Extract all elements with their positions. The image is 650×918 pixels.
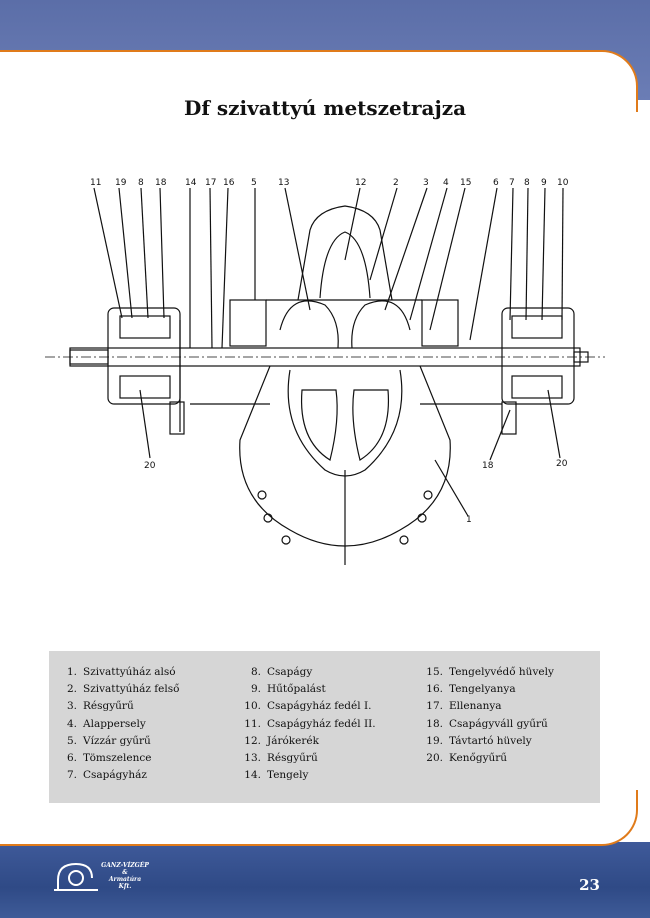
callout-18-bottom: 18	[482, 461, 494, 471]
callout-6: 6	[493, 178, 499, 188]
right-seal	[421, 299, 459, 347]
upper-casing	[297, 205, 393, 301]
legend-item: 12.Járókerék	[244, 734, 319, 747]
company-logo-icon	[54, 862, 98, 891]
legend-item: 3.Résgyűrű	[66, 700, 134, 713]
legend-item: 1.Szivattyúház alsó	[66, 666, 176, 678]
legend-column-1: 1.Szivattyúház alsó 2.Szivattyúház felső…	[55, 666, 180, 786]
callout-4: 4	[443, 178, 449, 188]
left-bearing-housing	[107, 307, 181, 405]
callout-8: 8	[138, 178, 144, 188]
legend-item: 6.Tömszelence	[66, 751, 152, 764]
callout-16: 16	[223, 178, 235, 188]
page-number: 23	[579, 876, 600, 894]
legend-item: 18.Csapágyváll gyűrű	[426, 717, 548, 730]
parts-legend: 1.Szivattyúház alsó 2.Szivattyúház felső…	[49, 651, 600, 803]
callout-14: 14	[185, 178, 197, 188]
legend-item: 16.Tengelyanya	[426, 683, 516, 696]
footer-band	[0, 842, 650, 918]
legend-item: 20.Kenőgyűrű	[426, 751, 508, 764]
callout-7: 7	[509, 178, 515, 188]
callout-8b: 8	[524, 178, 530, 188]
callout-15: 15	[460, 178, 471, 188]
callout-19: 19	[115, 178, 127, 188]
callout-10: 10	[557, 178, 569, 188]
legend-column-2: 8.Csapágy 9.Hűtőpalást 10.Csapágyház fed…	[239, 666, 376, 786]
callout-11: 11	[90, 178, 101, 188]
legend-item: 7.Csapágyház	[66, 769, 147, 782]
callout-18: 18	[155, 178, 167, 188]
callout-13: 13	[278, 178, 289, 188]
callout-5: 5	[251, 178, 257, 188]
page-title: Df szivattyú metszetrajza	[183, 96, 467, 120]
callout-1: 1	[466, 515, 472, 525]
legend-item: 13.Résgyűrű	[244, 751, 318, 764]
pump-cross-section-drawing: 11 19 8 18 14 17 16 5 13 12 2 3 4 15 6 7…	[45, 178, 605, 565]
legend-column-3: 15.Tengelyvédő hüvely 16.Tengelyanya 17.…	[421, 666, 554, 769]
callout-3: 3	[423, 178, 429, 188]
legend-item: 5.Vízzár gyűrű	[66, 734, 151, 747]
legend-item: 4.Alappersely	[66, 717, 146, 730]
legend-item: 2.Szivattyúház felső	[66, 683, 180, 696]
callout-20-right: 20	[556, 459, 568, 469]
left-seal	[229, 299, 267, 347]
legend-item: 8.Csapágy	[250, 666, 313, 678]
callout-2: 2	[393, 178, 399, 188]
legend-item: 10.Csapágyház fedél I.	[244, 700, 372, 713]
legend-item: 15.Tengelyvédő hüvely	[426, 666, 554, 678]
header-card-edge	[0, 50, 638, 112]
callout-20-left: 20	[144, 461, 156, 471]
callout-17: 17	[205, 178, 216, 188]
legend-item: 11.Csapágyház fedél II.	[244, 717, 376, 730]
logo-text: GANZ-VÍZGÉP & Armatúra Kft.	[101, 862, 149, 890]
right-bearing-housing	[501, 307, 575, 405]
legend-item: 9.Hűtőpalást	[250, 683, 326, 696]
callout-9: 9	[541, 178, 547, 188]
legend-item: 19.Távtartó hüvely	[426, 734, 532, 747]
legend-item: 17.Ellenanya	[426, 700, 502, 713]
legend-item: 14.Tengely	[244, 769, 309, 782]
callout-12: 12	[355, 178, 366, 188]
